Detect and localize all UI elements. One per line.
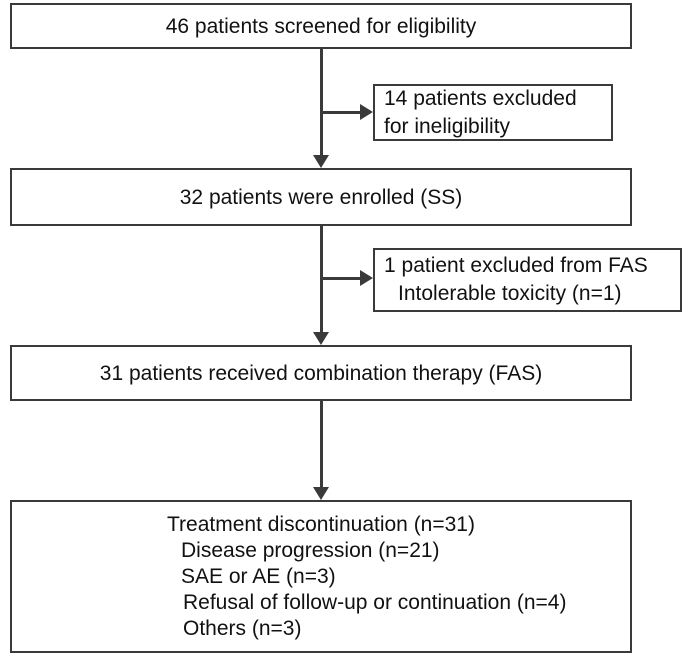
arrowhead-right-icon (360, 270, 373, 286)
connector-screened-to-excluded (320, 111, 363, 114)
connector-enrolled-to-excluded-fas (320, 277, 363, 280)
connector-enrolled-to-received (320, 226, 323, 336)
node-excluded-fas-line-1: 1 patient excluded from FAS (384, 254, 648, 277)
node-screened-label: 46 patients screened for eligibility (165, 14, 477, 38)
node-excluded-ineligibility-line-1: 14 patients excluded (384, 86, 577, 110)
arrowhead-down-icon (313, 487, 329, 500)
node-excluded-fas: 1 patient excluded from FAS Intolerable … (373, 248, 682, 312)
arrowhead-right-icon (360, 104, 373, 120)
arrowhead-down-icon (313, 155, 329, 168)
node-excluded-fas-line-2: Intolerable toxicity (n=1) (398, 282, 622, 305)
node-discontinuation: Treatment discontinuation (n=31) Disease… (10, 500, 632, 653)
node-enrolled-label: 32 patients were enrolled (SS) (179, 185, 463, 209)
arrowhead-down-icon (313, 332, 329, 345)
node-discontinuation-reason-0: Disease progression (n=21) (181, 538, 440, 562)
node-discontinuation-reason-2: Refusal of follow-up or continuation (n=… (183, 590, 567, 614)
connector-screened-to-enrolled (320, 49, 323, 159)
node-received-therapy-label: 31 patients received combination therapy… (99, 361, 543, 385)
node-excluded-ineligibility: 14 patients excluded for ineligibility (373, 84, 613, 141)
node-discontinuation-header: Treatment discontinuation (n=31) (167, 512, 475, 536)
node-received-therapy: 31 patients received combination therapy… (10, 345, 632, 401)
node-enrolled: 32 patients were enrolled (SS) (10, 168, 632, 226)
node-screened: 46 patients screened for eligibility (10, 3, 632, 49)
connector-received-to-discontinuation (320, 401, 323, 491)
node-discontinuation-reason-3: Others (n=3) (183, 616, 302, 640)
node-discontinuation-reason-1: SAE or AE (n=3) (181, 564, 336, 588)
node-excluded-ineligibility-line-2: for ineligibility (384, 114, 511, 138)
